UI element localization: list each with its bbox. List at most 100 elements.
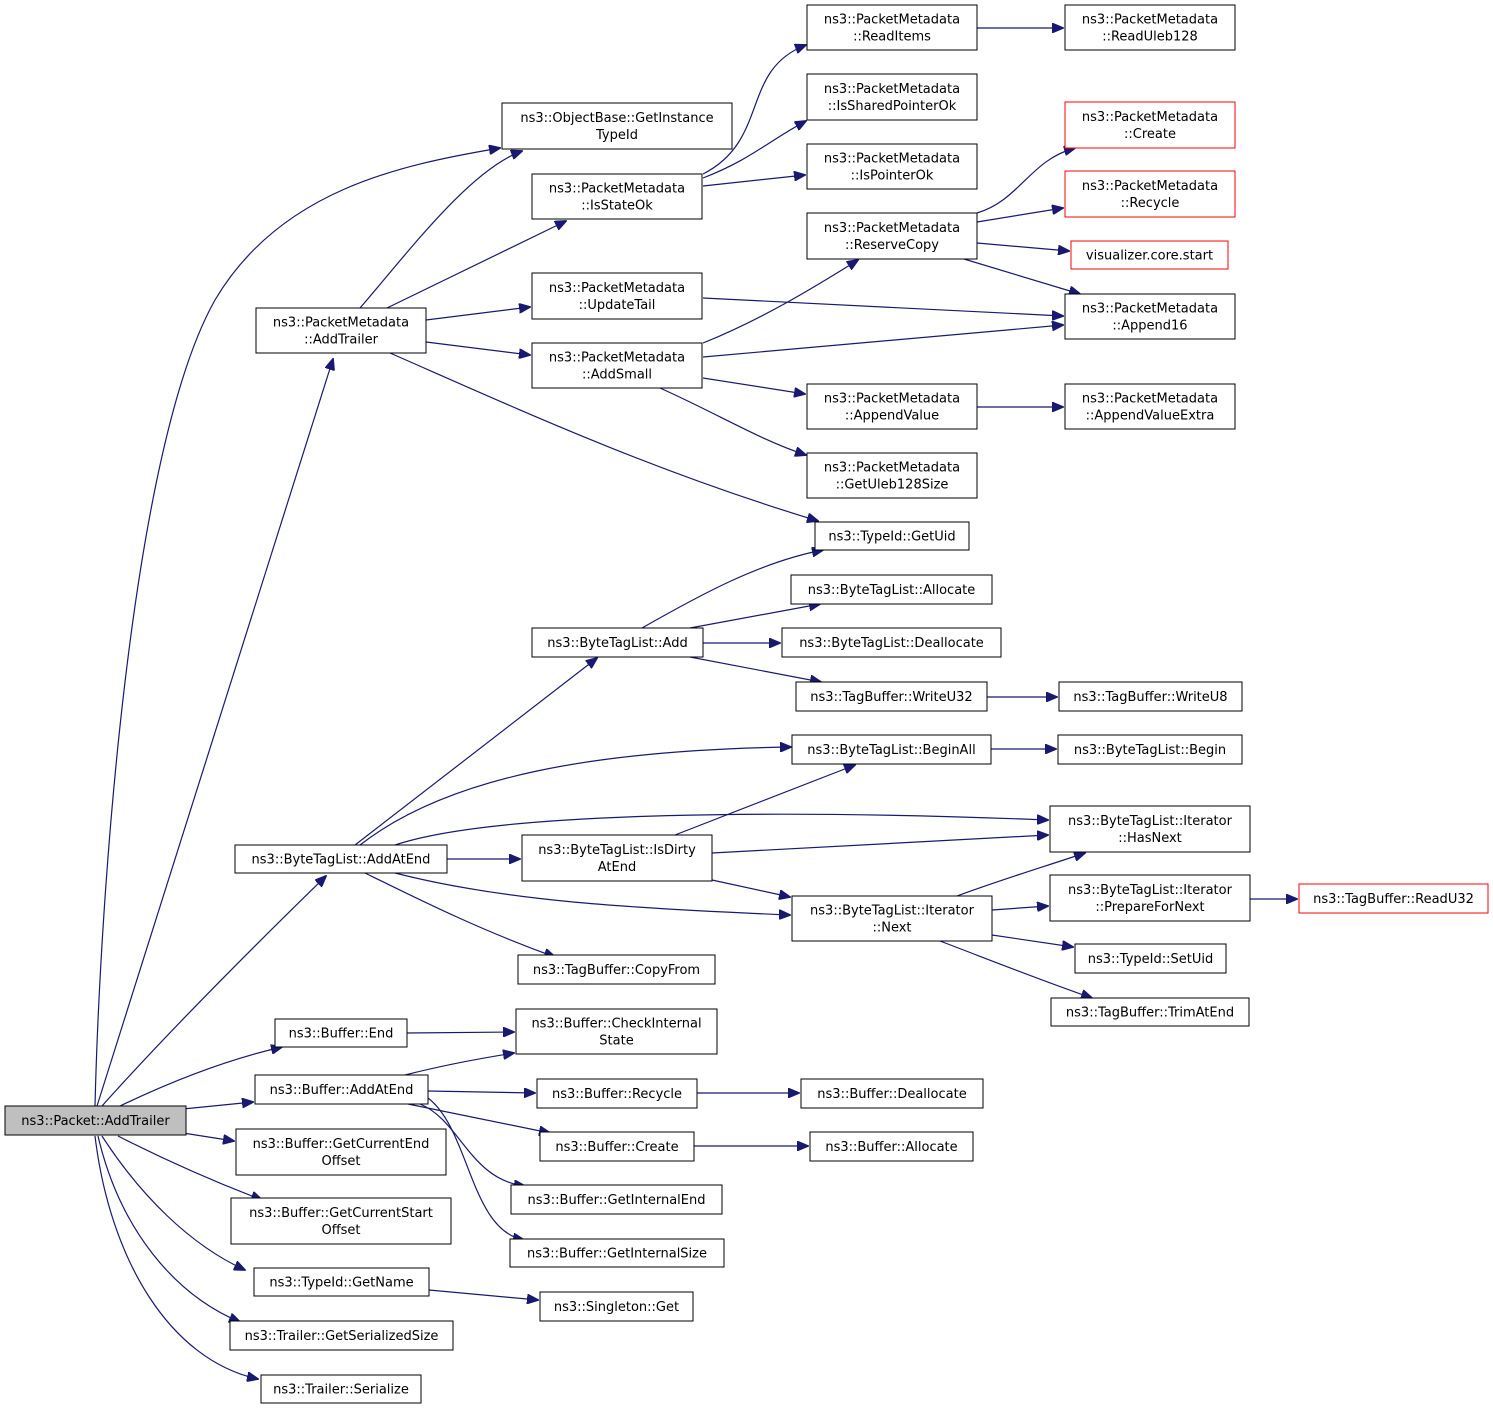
node-box[interactable]: [1064, 383, 1236, 430]
node-n7[interactable]: ns3::PacketMetadata::IsSharedPointerOk: [806, 73, 978, 121]
node-box[interactable]: [253, 1267, 430, 1297]
node-n43[interactable]: ns3::Buffer::GetInternalSize: [509, 1238, 725, 1268]
node-n38[interactable]: ns3::Buffer::Recycle: [536, 1078, 698, 1109]
node-box[interactable]: [234, 844, 448, 874]
node-box[interactable]: [4, 1105, 187, 1136]
node-box[interactable]: [1057, 734, 1243, 765]
node-box[interactable]: [509, 1238, 725, 1268]
node-n42[interactable]: ns3::Buffer::GetInternalEnd: [510, 1184, 723, 1215]
node-box[interactable]: [791, 734, 992, 765]
node-box[interactable]: [1064, 170, 1236, 218]
node-box[interactable]: [806, 383, 978, 430]
node-n4[interactable]: ns3::PacketMetadata::UpdateTail: [531, 272, 703, 320]
node-n16[interactable]: ns3::PacketMetadata::Append16: [1064, 293, 1236, 340]
node-box[interactable]: [531, 342, 703, 389]
node-n48[interactable]: ns3::Trailer::GetSerializedSize: [229, 1320, 454, 1351]
node-box[interactable]: [235, 1128, 447, 1176]
node-box[interactable]: [510, 1184, 723, 1215]
node-n11[interactable]: ns3::PacketMetadata::GetUleb128Size: [806, 452, 978, 499]
node-box[interactable]: [806, 143, 978, 190]
node-n9[interactable]: ns3::PacketMetadata::ReserveCopy: [806, 212, 978, 260]
node-box[interactable]: [521, 834, 713, 882]
node-n46[interactable]: ns3::TypeId::GetName: [253, 1267, 430, 1297]
node-n28[interactable]: ns3::ByteTagList::Iterator::HasNext: [1049, 805, 1251, 853]
node-n22[interactable]: ns3::TagBuffer::WriteU32: [795, 681, 988, 712]
node-n0[interactable]: ns3::Packet::AddTrailer: [4, 1105, 187, 1136]
node-box[interactable]: [1058, 681, 1243, 712]
node-n26[interactable]: ns3::ByteTagList::AddAtEnd: [234, 844, 448, 874]
node-n12[interactable]: ns3::PacketMetadata::ReadUleb128: [1064, 4, 1236, 51]
node-n24[interactable]: ns3::ByteTagList::BeginAll: [791, 734, 992, 765]
node-box[interactable]: [536, 1078, 698, 1109]
node-box[interactable]: [800, 1078, 984, 1109]
node-n40[interactable]: ns3::Buffer::Create: [539, 1131, 695, 1162]
node-n3[interactable]: ns3::PacketMetadata::IsStateOk: [531, 173, 703, 220]
node-box[interactable]: [1064, 4, 1236, 51]
node-n47[interactable]: ns3::Singleton::Get: [539, 1291, 694, 1322]
node-n37[interactable]: ns3::Buffer::AddAtEnd: [254, 1074, 429, 1105]
node-box[interactable]: [1070, 240, 1229, 270]
node-box[interactable]: [791, 895, 993, 942]
node-box[interactable]: [254, 1074, 429, 1105]
node-box[interactable]: [1298, 883, 1489, 914]
node-box[interactable]: [795, 681, 988, 712]
node-box[interactable]: [517, 954, 716, 985]
node-box[interactable]: [1049, 805, 1251, 853]
node-box[interactable]: [230, 1197, 452, 1245]
node-n13[interactable]: ns3::PacketMetadata::Create: [1064, 101, 1236, 149]
node-box[interactable]: [814, 521, 970, 551]
node-n18[interactable]: ns3::TypeId::GetUid: [814, 521, 970, 551]
node-box[interactable]: [781, 627, 1002, 658]
node-n33[interactable]: ns3::TagBuffer::TrimAtEnd: [1050, 997, 1250, 1027]
node-n19[interactable]: ns3::ByteTagList::Add: [531, 627, 704, 658]
node-box[interactable]: [1049, 874, 1251, 922]
node-box[interactable]: [1050, 997, 1250, 1027]
node-n29[interactable]: ns3::ByteTagList::Iterator::Next: [791, 895, 993, 942]
node-box[interactable]: [255, 307, 427, 354]
node-box[interactable]: [1064, 293, 1236, 340]
node-n32[interactable]: ns3::TypeId::SetUid: [1074, 943, 1227, 974]
node-box[interactable]: [501, 102, 733, 150]
node-box[interactable]: [806, 212, 978, 260]
node-n25[interactable]: ns3::ByteTagList::Begin: [1057, 734, 1243, 765]
node-box[interactable]: [531, 173, 703, 220]
node-n6[interactable]: ns3::PacketMetadata::ReadItems: [806, 4, 978, 51]
node-n39[interactable]: ns3::Buffer::Deallocate: [800, 1078, 984, 1109]
node-n10[interactable]: ns3::PacketMetadata::AppendValue: [806, 383, 978, 430]
node-n17[interactable]: ns3::PacketMetadata::AppendValueExtra: [1064, 383, 1236, 430]
node-box[interactable]: [515, 1008, 718, 1055]
node-n30[interactable]: ns3::ByteTagList::Iterator::PrepareForNe…: [1049, 874, 1251, 922]
node-box[interactable]: [539, 1291, 694, 1322]
node-n8[interactable]: ns3::PacketMetadata::IsPointerOk: [806, 143, 978, 190]
node-box[interactable]: [806, 452, 978, 499]
node-n5[interactable]: ns3::PacketMetadata::AddSmall: [531, 342, 703, 389]
node-box[interactable]: [809, 1131, 974, 1162]
node-box[interactable]: [1074, 943, 1227, 974]
node-box[interactable]: [531, 272, 703, 320]
node-n23[interactable]: ns3::TagBuffer::WriteU8: [1058, 681, 1243, 712]
node-n15[interactable]: visualizer.core.start: [1070, 240, 1229, 270]
node-n21[interactable]: ns3::ByteTagList::Deallocate: [781, 627, 1002, 658]
node-n31[interactable]: ns3::TagBuffer::ReadU32: [1298, 883, 1489, 914]
node-box[interactable]: [539, 1131, 695, 1162]
node-n14[interactable]: ns3::PacketMetadata::Recycle: [1064, 170, 1236, 218]
node-n34[interactable]: ns3::TagBuffer::CopyFrom: [517, 954, 716, 985]
node-box[interactable]: [260, 1374, 422, 1404]
node-box[interactable]: [806, 73, 978, 121]
node-box[interactable]: [229, 1320, 454, 1351]
node-n49[interactable]: ns3::Trailer::Serialize: [260, 1374, 422, 1404]
node-n2[interactable]: ns3::PacketMetadata::AddTrailer: [255, 307, 427, 354]
node-n35[interactable]: ns3::Buffer::End: [274, 1018, 408, 1048]
node-box[interactable]: [790, 574, 993, 605]
node-n41[interactable]: ns3::Buffer::Allocate: [809, 1131, 974, 1162]
node-n20[interactable]: ns3::ByteTagList::Allocate: [790, 574, 993, 605]
node-box[interactable]: [531, 627, 704, 658]
node-box[interactable]: [1064, 101, 1236, 149]
node-box[interactable]: [274, 1018, 408, 1048]
node-box[interactable]: [806, 4, 978, 51]
